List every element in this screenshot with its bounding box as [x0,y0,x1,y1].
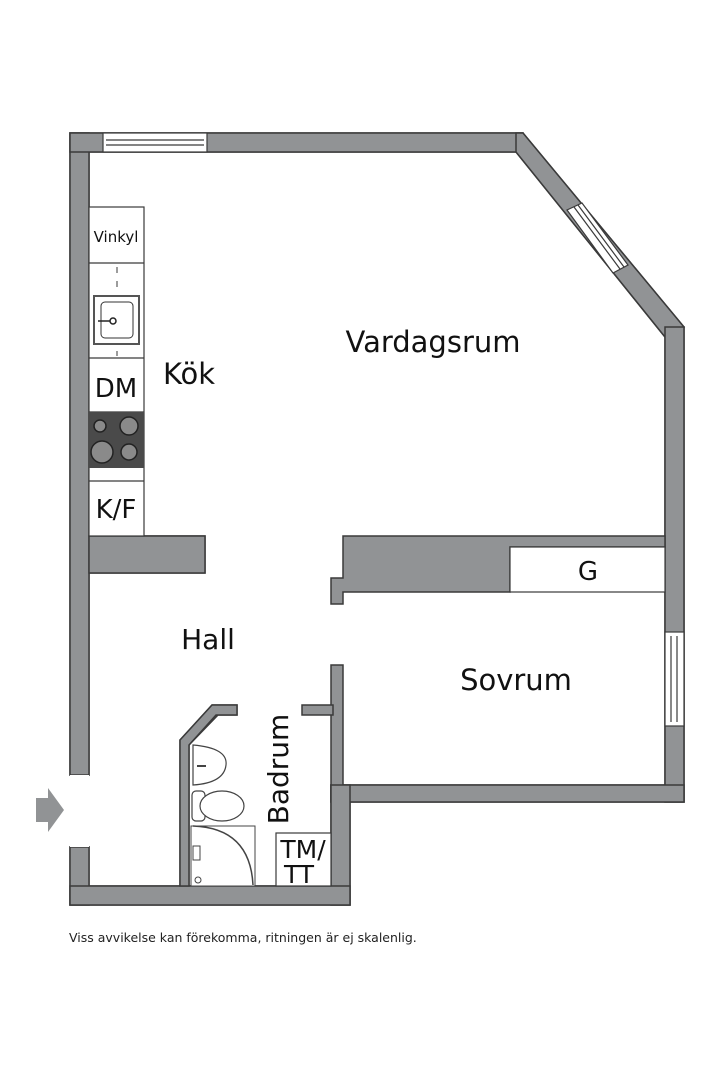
room-label-sovrum: Sovrum [460,663,572,697]
fixture-label-g: G [578,557,598,587]
entrance-arrow-icon [36,788,64,832]
right-wall [664,326,685,803]
room-label-hall: Hall [181,623,235,656]
fixture-label-dm: DM [95,374,137,404]
kitchen-hall-partition [88,535,206,574]
bedroom-bottom-wall [330,784,685,803]
fixture-label-tmtt-2: TT [283,860,315,889]
fixture-label-kf: K/F [96,495,137,525]
window-diagonal [566,202,629,274]
window-top [102,132,208,153]
bathroom-left-wall [179,704,238,887]
washbasin-icon [192,744,227,786]
fixture-label-tmtt-1: TM/ [279,835,326,864]
room-label-badrum: Badrum [262,714,295,825]
bathroom-stub-wall [301,704,334,716]
wardrobe [509,546,666,593]
kitchen-sink-icon [93,295,140,345]
stove-icon [89,412,144,468]
kitchen-counter [88,206,145,537]
toilet-icon [191,790,245,822]
bedroom-left-wall [330,664,344,803]
disclaimer-text: Viss avvikelse kan förekomma, ritningen … [69,930,417,945]
shower-icon [190,825,256,887]
living-bedroom-partition [330,535,666,605]
fixture-label-vinkyl: Vinkyl [94,228,139,246]
washer-dryer [275,832,332,887]
window-right [664,631,685,727]
room-label-kok: Kök [163,357,215,391]
room-label-vardagsrum: Vardagsrum [345,325,520,359]
left-wall [69,132,90,776]
entrance-door [70,775,89,847]
